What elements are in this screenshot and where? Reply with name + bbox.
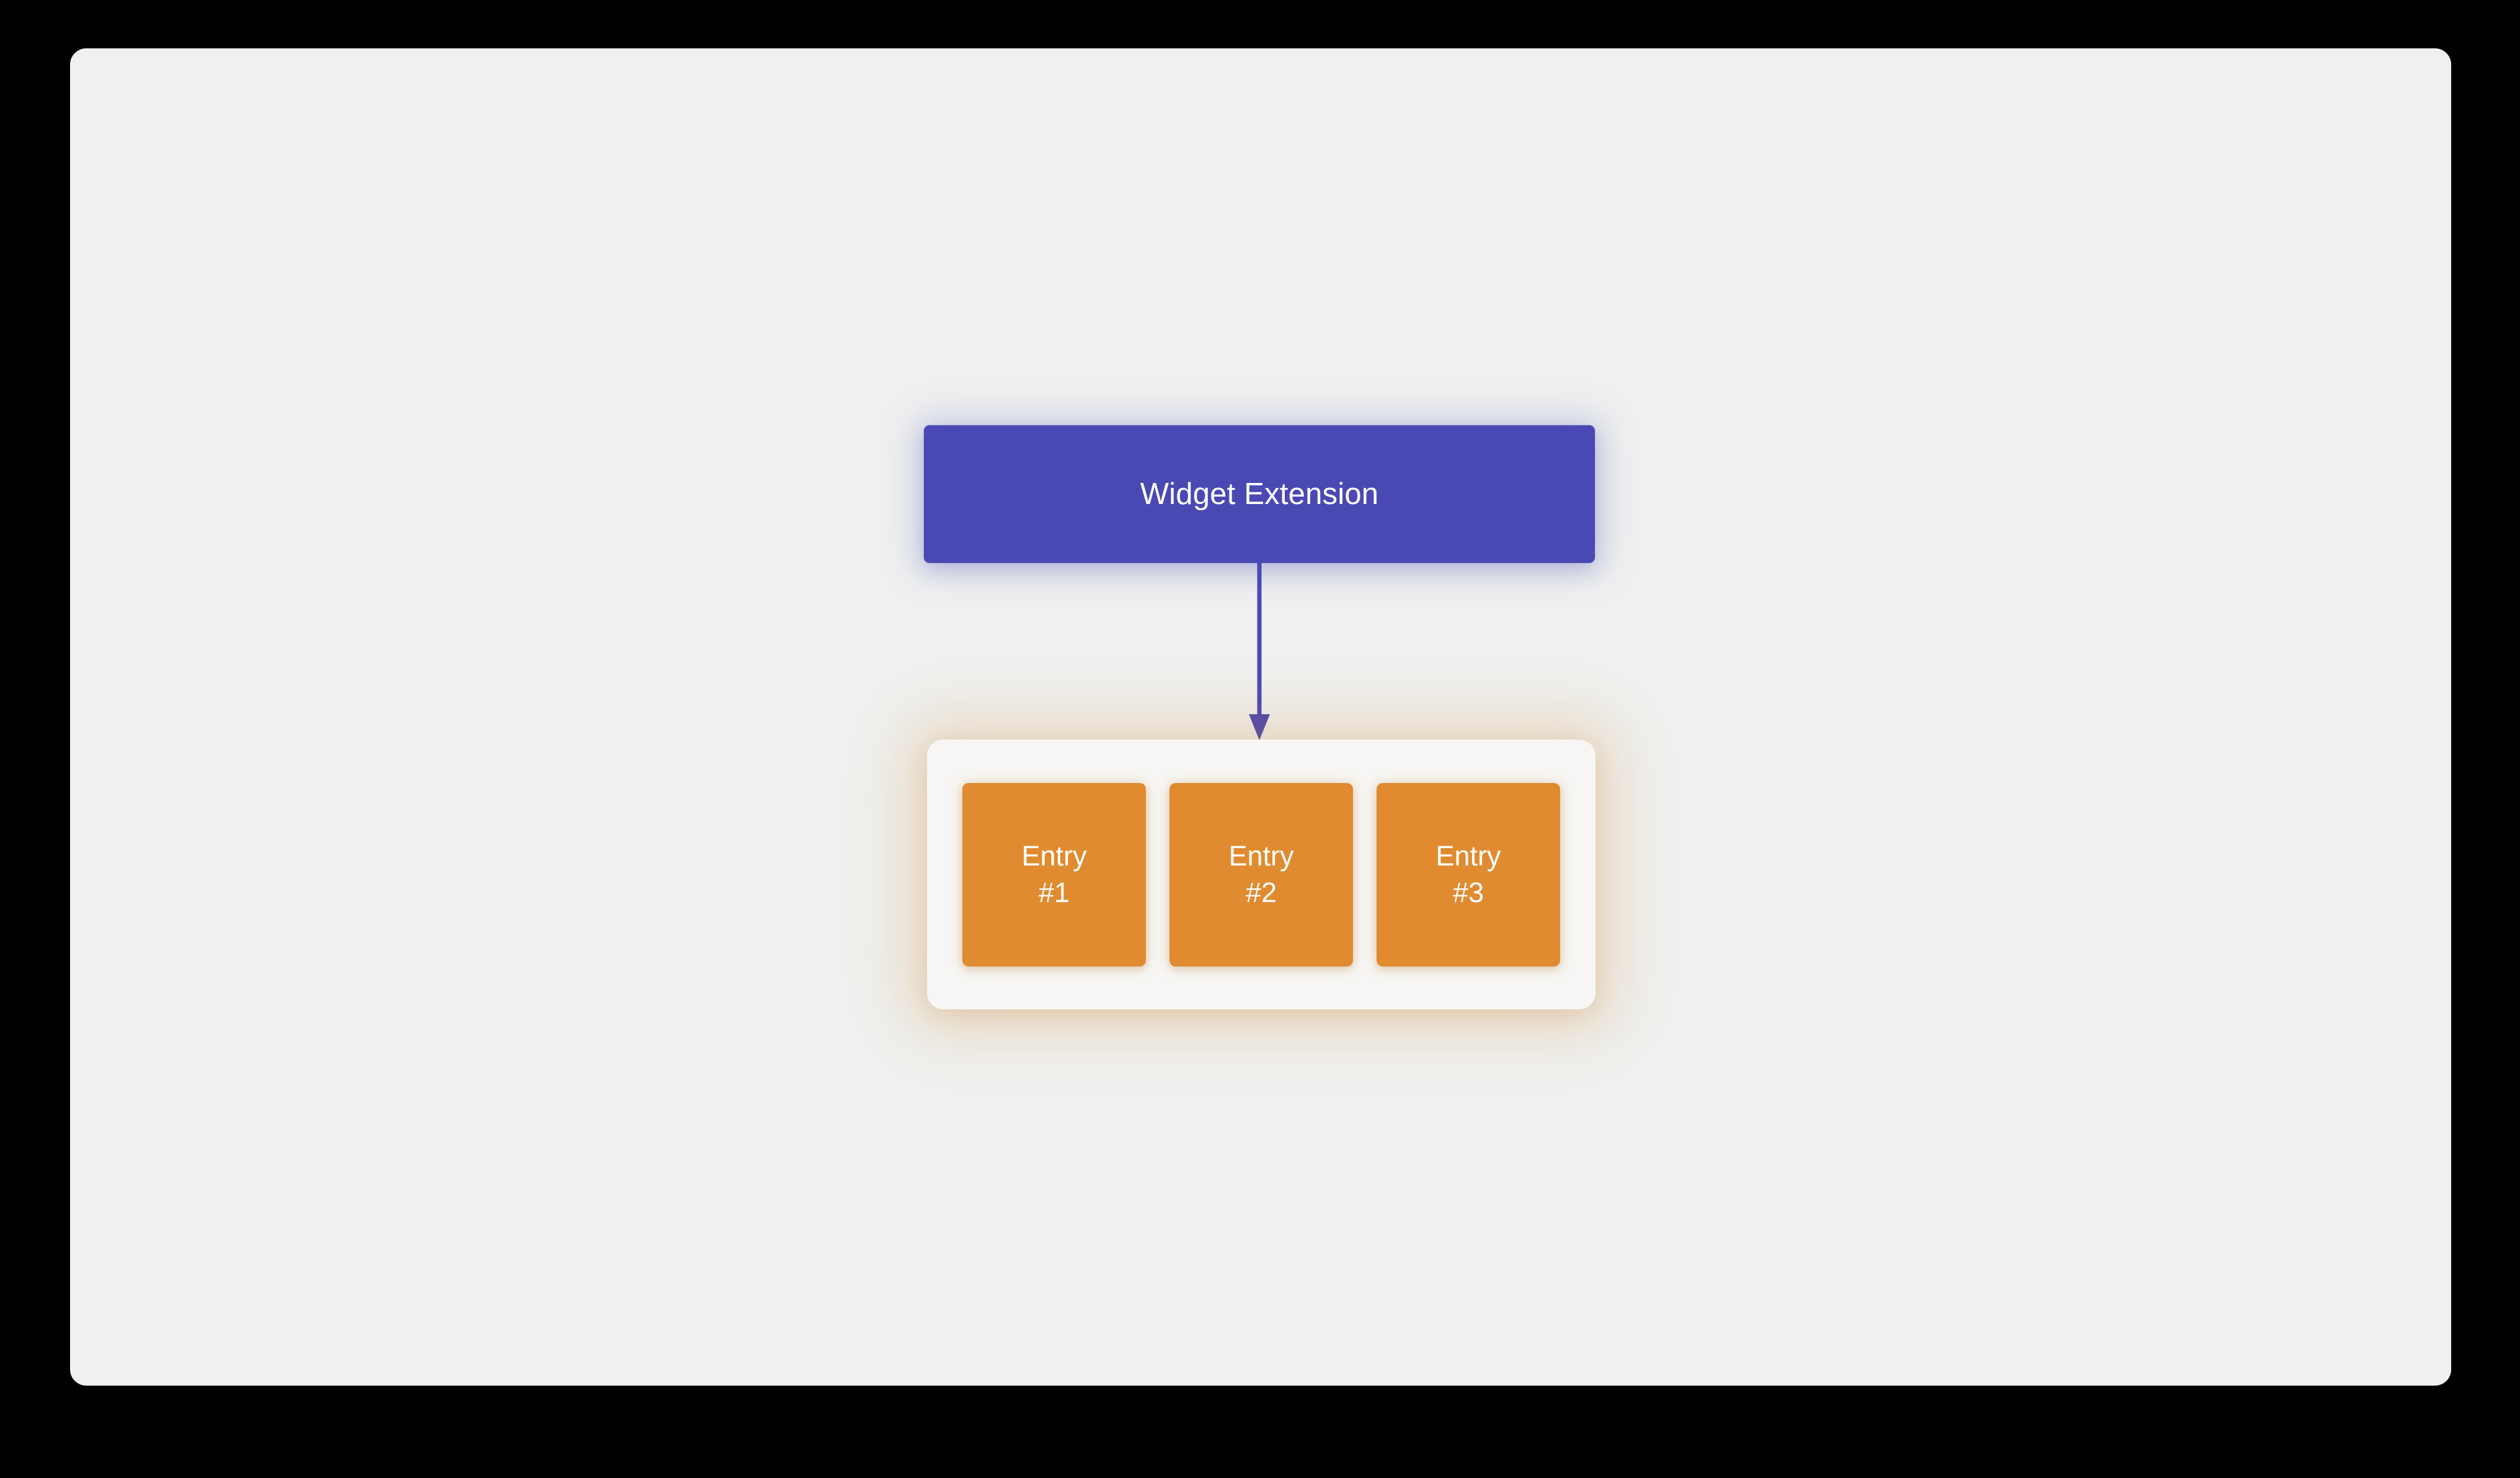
entry-card-3-title: Entry [1435,840,1501,872]
entry-card-2-index: #2 [1245,876,1277,908]
entry-card-1-title: Entry [1021,840,1087,872]
widget-to-timeline-arrow-icon [1249,560,1270,740]
entry-card-2-title: Entry [1228,840,1294,872]
timeline-container: Entry #1 Entry #2 Entry #3 [927,740,1595,1009]
entry-card-3-index: #3 [1452,876,1484,908]
entry-card-1[interactable]: Entry #1 [962,782,1146,967]
flow-diagram: Widget Extension Entry #1 Entry #2 Entry [70,48,2451,1386]
entry-card-3[interactable]: Entry #3 [1377,782,1560,967]
widget-extension-node[interactable]: Widget Extension [924,425,1595,563]
diagram-canvas: Widget Extension Entry #1 Entry #2 Entry [70,48,2451,1386]
entry-card-2[interactable]: Entry #2 [1169,782,1353,967]
entry-card-1-index: #1 [1038,876,1070,908]
widget-extension-label: Widget Extension [1140,477,1379,511]
